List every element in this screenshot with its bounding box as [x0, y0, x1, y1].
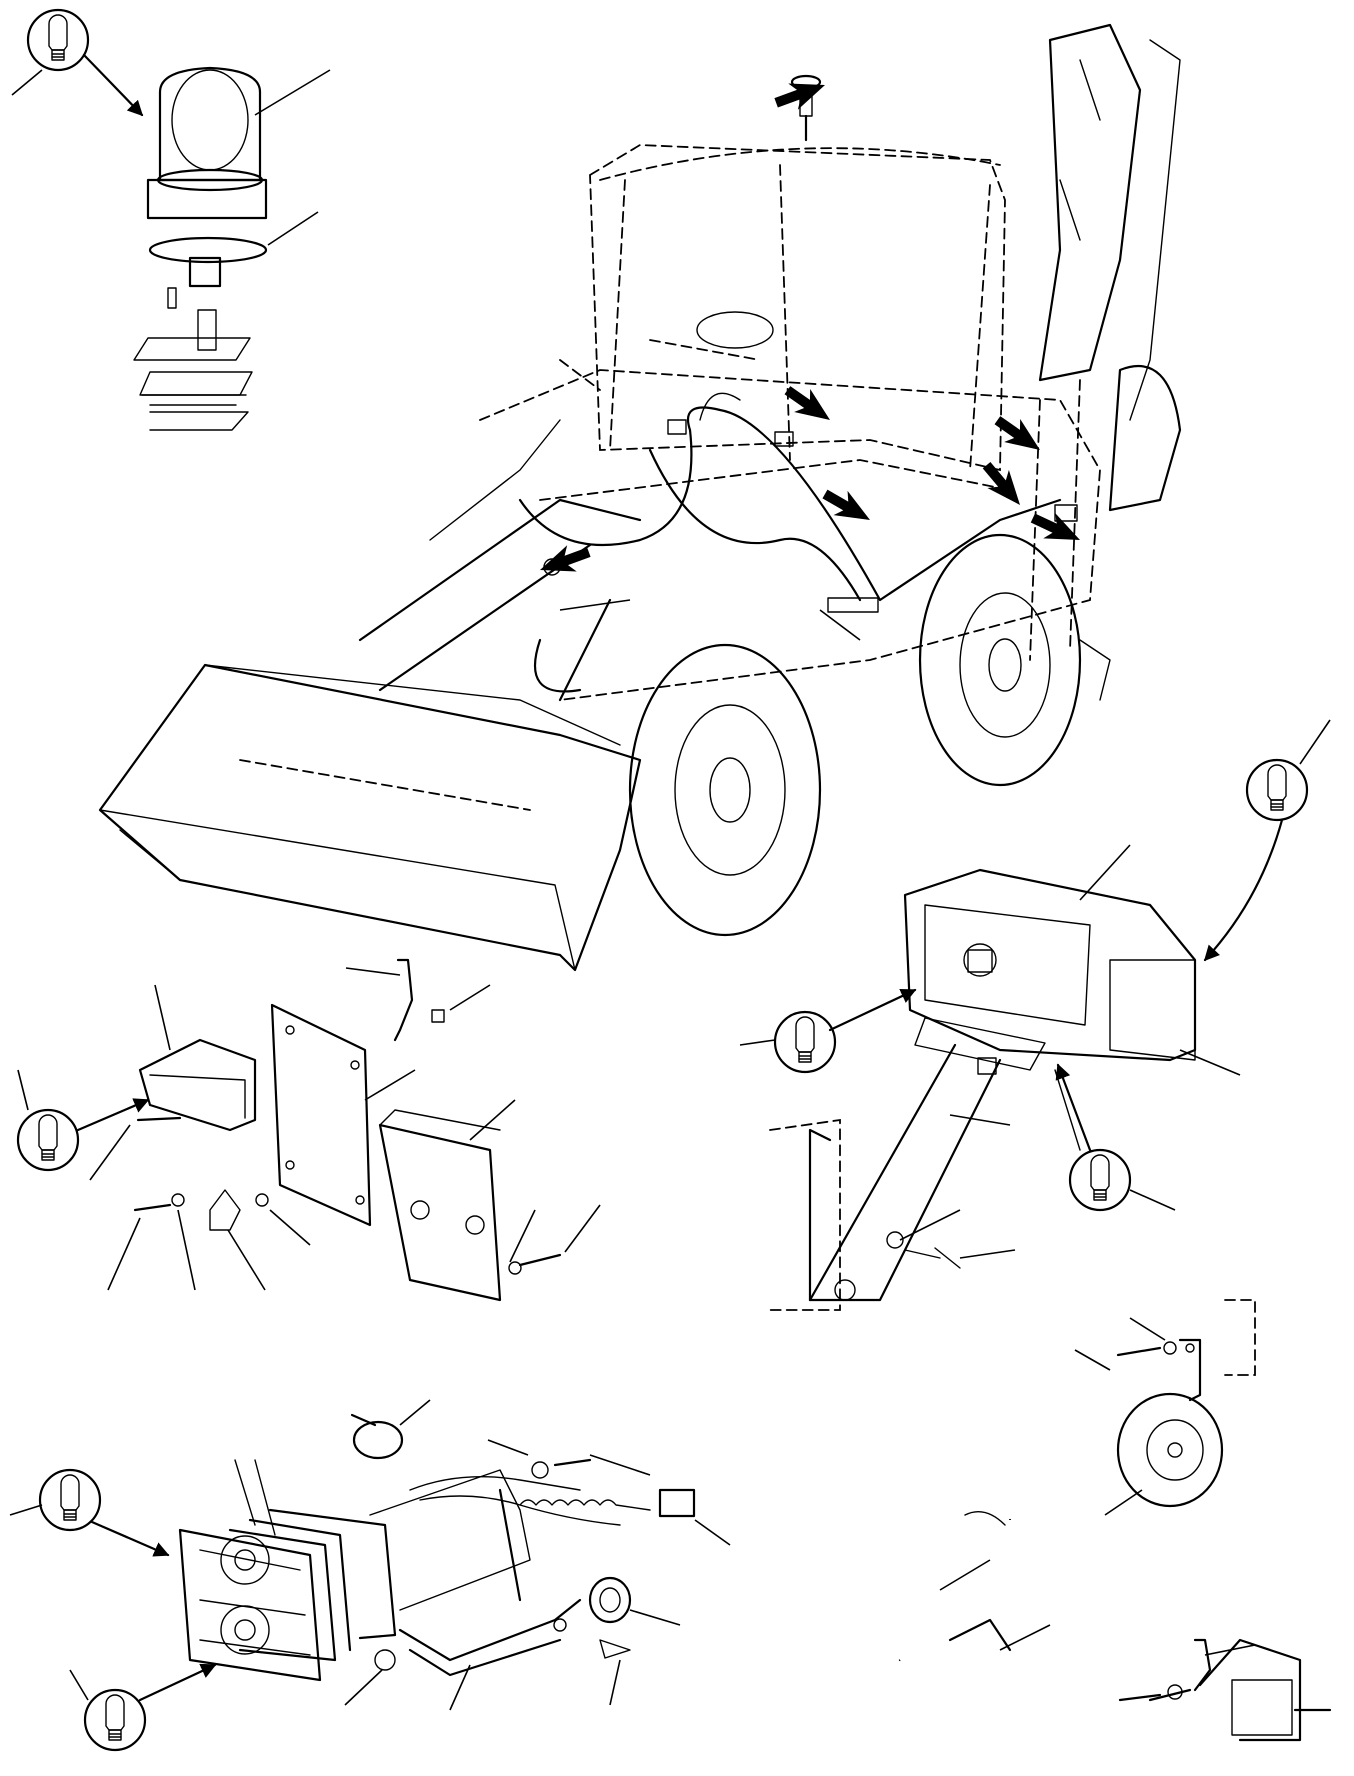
side-marker-plate-assembly	[16, 958, 601, 1302]
work-lamp-lower-bulb-icon	[1068, 1148, 1132, 1212]
beacon-bulb-icon	[26, 8, 90, 72]
work-lamp-side-bulb-icon	[773, 1010, 837, 1074]
work-lamp-assembly	[739, 719, 1331, 1311]
headlamp-lower-bulb-icon	[83, 1688, 147, 1752]
pipe-clamp-and-flasher	[896, 1511, 1332, 1742]
backhoe-loader-machine	[98, 23, 1182, 972]
rotating-beacon	[11, 8, 331, 431]
headlamp-assembly	[9, 1399, 731, 1752]
headlamp-upper-bulb-icon	[38, 1468, 102, 1532]
side-marker-bulb-icon	[16, 1108, 80, 1172]
work-lamp-bulb-icon	[1245, 758, 1309, 822]
horn-assembly	[1074, 1299, 1256, 1516]
